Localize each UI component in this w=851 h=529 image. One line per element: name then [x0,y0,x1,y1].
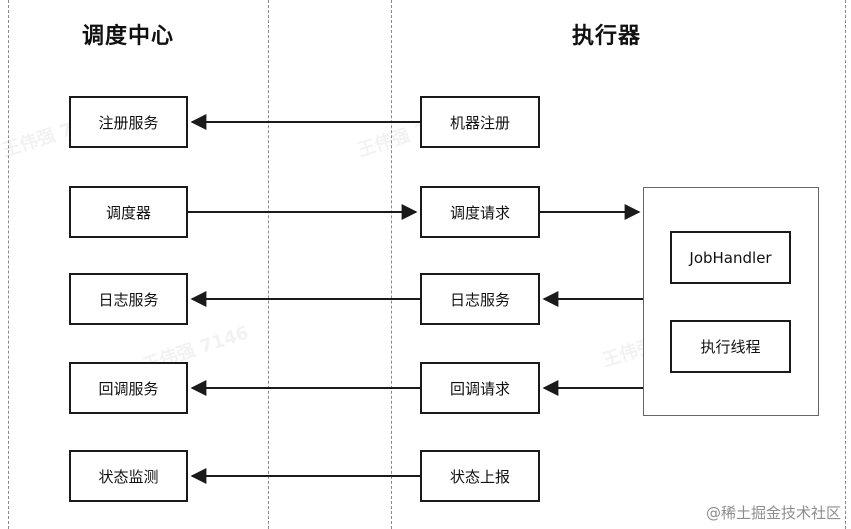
register-service-box: 注册服务 [69,96,188,148]
callback-request-box: 回调请求 [420,362,540,414]
schedule-request-box: 调度请求 [420,186,540,238]
executor-frame [643,187,819,416]
status-monitor-box: 状态监测 [69,450,188,502]
machine-register-box: 机器注册 [420,96,540,148]
column-divider [845,0,846,529]
column-divider [8,0,9,529]
juejin-footer-watermark: @稀土掘金技术社区 [705,504,841,522]
scheduler-box: 调度器 [69,186,188,238]
executor-log-service-box: 日志服务 [420,273,540,325]
column-divider [268,0,269,529]
scheduler-center-title: 调度中心 [82,24,175,49]
executor-thread-box: 执行线程 [670,320,791,373]
job-handler-box: JobHandler [670,231,791,284]
log-service-box: 日志服务 [69,273,188,325]
column-divider [391,0,392,529]
executor-title: 执行器 [572,24,642,49]
callback-service-box: 回调服务 [69,362,188,414]
status-report-box: 状态上报 [420,450,540,502]
